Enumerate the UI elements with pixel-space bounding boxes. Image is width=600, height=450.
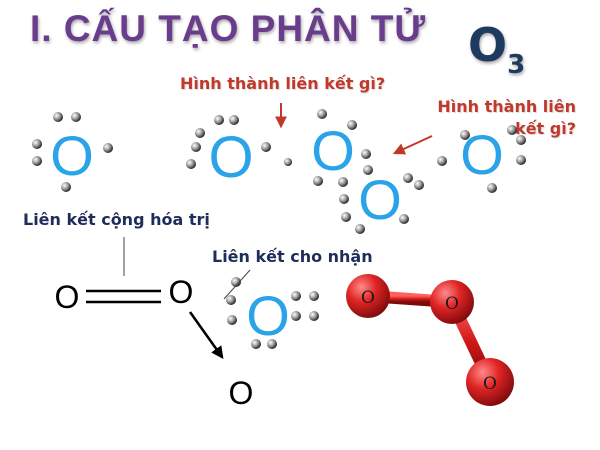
electron <box>403 173 413 183</box>
electron <box>317 109 327 119</box>
electron <box>339 194 349 204</box>
electron <box>460 130 470 140</box>
electron <box>186 159 196 169</box>
electron <box>227 315 237 325</box>
electron <box>516 135 526 145</box>
ball-1-label: O <box>361 288 375 308</box>
electron <box>291 311 301 321</box>
electron <box>347 120 357 130</box>
electron <box>191 142 201 152</box>
formula-symbol: O <box>468 18 508 72</box>
electron <box>361 149 371 159</box>
electron <box>267 339 277 349</box>
ball-3 <box>466 358 514 406</box>
electron <box>251 339 261 349</box>
electron <box>338 177 348 187</box>
struct-oxygen-3: O <box>229 375 254 411</box>
atom-1-symbol: O <box>50 124 94 187</box>
question-bond-type-2: Hình thành liên kết gì? <box>421 96 576 140</box>
atom-2-symbol: O <box>208 125 253 190</box>
ball-3-label: O <box>483 374 497 394</box>
atom-3-symbol: O <box>311 119 355 182</box>
coordinate-bond-arrow <box>188 311 224 360</box>
arrow-question-2 <box>392 135 433 155</box>
electron <box>291 291 301 301</box>
struct-oxygen-2: O <box>169 274 194 310</box>
oxygen-atom-4: O <box>339 168 424 234</box>
electron <box>355 224 365 234</box>
electron <box>341 212 351 222</box>
electron <box>261 142 271 152</box>
electron <box>284 158 292 166</box>
structural-formula: O O O <box>55 274 254 411</box>
electron <box>516 155 526 165</box>
ball-2 <box>430 280 474 324</box>
oxygen-atom-3: O <box>311 109 373 187</box>
coordinate-pointer-line <box>223 269 251 300</box>
electron <box>363 165 373 175</box>
electron <box>103 143 113 153</box>
atom-6-symbol: O <box>246 284 290 347</box>
ball-and-stick-model: O O O <box>346 274 514 406</box>
struct-oxygen-1: O <box>55 279 80 315</box>
electron <box>399 214 409 224</box>
page-title: I. CẤU TẠO PHÂN TỬ <box>30 8 427 49</box>
electron <box>226 295 236 305</box>
electron <box>309 291 319 301</box>
oxygen-atom-6: O <box>226 277 319 349</box>
electron <box>414 180 424 190</box>
oxygen-atom-2: O <box>186 115 292 190</box>
electron <box>437 156 447 166</box>
electron <box>195 128 205 138</box>
coordinate-bond-label: Liên kết cho nhận <box>212 247 373 266</box>
electron <box>313 176 323 186</box>
electron <box>214 115 224 125</box>
electron <box>61 182 71 192</box>
oxygen-atom-1: O <box>32 112 113 192</box>
question-2-line-2: kết gì? <box>515 119 576 138</box>
electron <box>32 139 42 149</box>
ozone-formula: O3 <box>468 18 525 80</box>
electron <box>32 156 42 166</box>
electron <box>507 125 517 135</box>
formula-subscript: 3 <box>507 50 526 80</box>
ball-1 <box>346 274 390 318</box>
electron <box>231 277 241 287</box>
ball-2-label: O <box>445 294 459 314</box>
atom-4-symbol: O <box>358 168 402 231</box>
question-2-line-1: Hình thành liên <box>437 97 576 116</box>
covalent-bond-label: Liên kết cộng hóa trị <box>23 210 210 229</box>
electron <box>229 115 239 125</box>
electron <box>487 183 497 193</box>
electron <box>53 112 63 122</box>
electron <box>309 311 319 321</box>
question-bond-type-1: Hình thành liên kết gì? <box>180 74 386 93</box>
electron <box>71 112 81 122</box>
oxygen-atom-5: O <box>437 123 526 193</box>
